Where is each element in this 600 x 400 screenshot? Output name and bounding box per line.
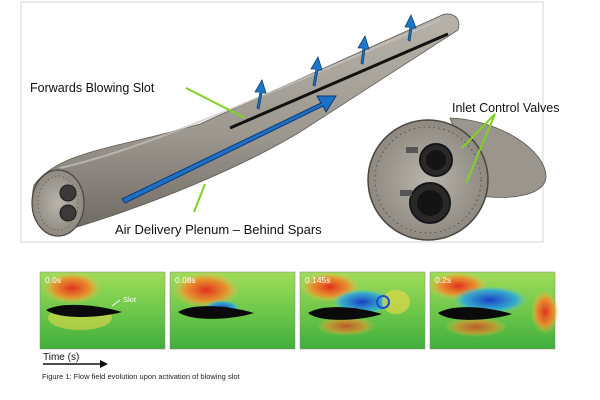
valve-actuator-icon <box>406 147 418 153</box>
airfoil <box>438 307 512 320</box>
cfd-frame: 0.0s Slot <box>39 271 166 350</box>
valve-actuator-icon <box>400 190 412 196</box>
inlet-valves-label: Inlet Control Valves <box>452 101 559 115</box>
blowing-arrows <box>254 14 417 110</box>
airfoil <box>308 307 382 320</box>
blade <box>31 13 460 237</box>
blowing-arrow-icon <box>357 35 370 65</box>
blowing-slot-line <box>229 32 449 130</box>
frame-time: 0.0s <box>45 275 61 285</box>
blowing-arrow-icon <box>404 14 417 42</box>
figure-caption: Figure 1: Flow field evolution upon acti… <box>42 372 240 381</box>
plenum-flow-arrow <box>121 95 337 204</box>
hub-flange <box>367 119 489 241</box>
airfoil <box>178 306 254 319</box>
leader-lines <box>185 87 496 213</box>
frame-time: 0.145s <box>305 275 331 285</box>
forwards-slot-label: Forwards Blowing Slot <box>30 81 155 95</box>
blowing-arrow-icon <box>254 79 267 110</box>
frame-time: 0.2s <box>435 275 451 285</box>
plenum-label: Air Delivery Plenum – Behind Spars <box>115 222 322 237</box>
cfd-frame: 0.145s <box>299 271 426 350</box>
blowing-arrow-icon <box>310 56 323 87</box>
slot-marker: Slot <box>123 295 137 304</box>
blade-root-flange <box>31 169 85 237</box>
frame-time: 0.08s <box>175 275 196 285</box>
inlet-valve-detail <box>367 117 547 241</box>
airfoil <box>46 304 122 317</box>
root-valve-icon <box>59 204 77 222</box>
cfd-frames: 0.0s Slot 0.08s 0.145s <box>39 271 559 350</box>
arrow-right-icon <box>100 360 108 368</box>
root-valve-icon <box>59 184 77 202</box>
cfd-frame: 0.2s <box>428 271 559 350</box>
cfd-frame: 0.08s <box>169 271 296 350</box>
time-axis-label: Time (s) <box>43 352 79 363</box>
